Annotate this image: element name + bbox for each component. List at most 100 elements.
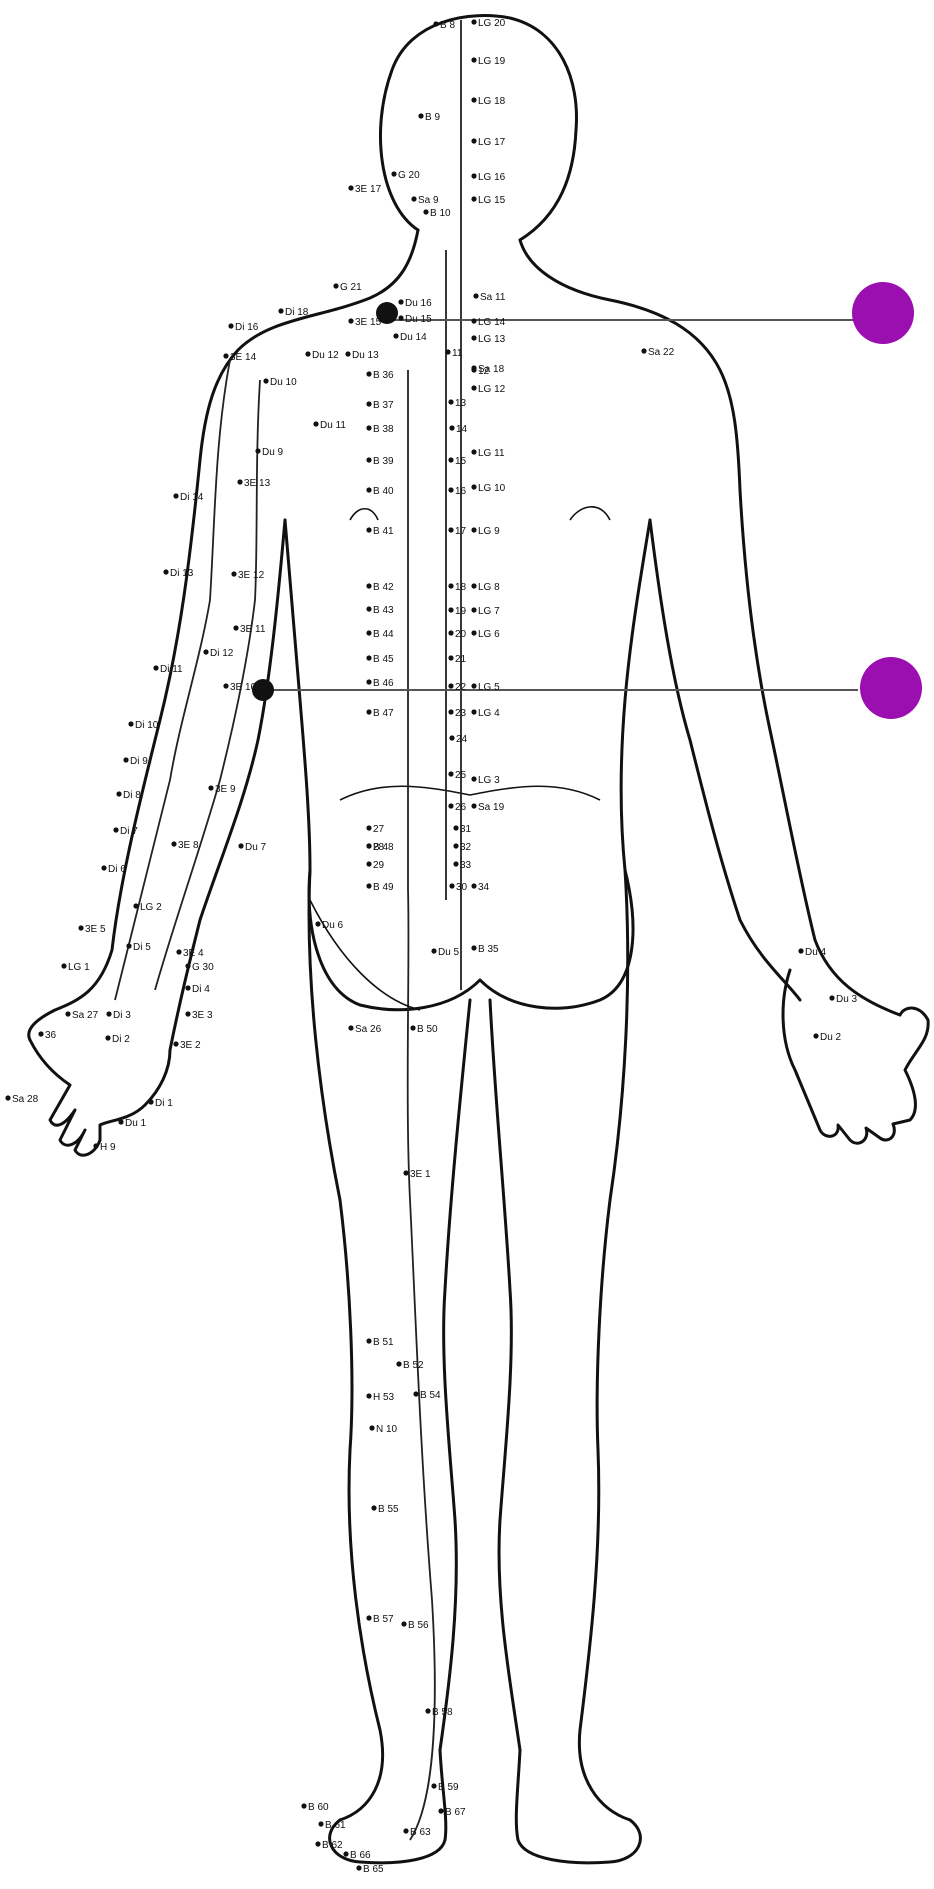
acupoint-label: B 55: [378, 1504, 399, 1515]
acupoint-label: Du 15: [405, 314, 432, 325]
acupoint-dot: [233, 625, 238, 630]
acupoint-dot: [366, 1615, 371, 1620]
acupoint-label: Du 13: [352, 350, 379, 361]
acupoint-dot: [471, 803, 476, 808]
acupoint-dot: [366, 371, 371, 376]
acupoint-dot: [176, 949, 181, 954]
acupoint-dot: [366, 679, 371, 684]
acupoint-label: LG 12: [478, 384, 506, 395]
acupoint-dot: [65, 1011, 70, 1016]
acupoint-dot: [366, 457, 371, 462]
acupoint-dot: [471, 173, 476, 178]
acupoint-label: B 37: [373, 400, 394, 411]
acupoint-dot: [471, 318, 476, 323]
acupoint-dot: [449, 735, 454, 740]
acupoint-dot: [418, 113, 423, 118]
acupoint-dot: [448, 583, 453, 588]
acupoint-dot: [153, 665, 158, 670]
acupoint-dot: [366, 1393, 371, 1398]
acupoint-label: LG 10: [478, 483, 506, 494]
acupoint-dot: [396, 1361, 401, 1366]
scapula-right: [570, 507, 610, 520]
acupoint-label: H 53: [373, 1392, 395, 1403]
acupoint-dot: [448, 655, 453, 660]
acupoint-label: B 54: [420, 1390, 441, 1401]
acupoint-label: Sa 28: [12, 1094, 39, 1105]
acupoint-dot: [173, 1041, 178, 1046]
acupoint-label: B 39: [373, 456, 394, 467]
acupoint-label: 3E 10: [230, 682, 257, 693]
acupoint-label: B 44: [373, 629, 394, 640]
acupoint-dot: [433, 21, 438, 26]
acupoint-dot: [128, 721, 133, 726]
acupoint-label: 34: [478, 882, 490, 893]
acupoint-label: Sa 11: [480, 292, 506, 303]
acupoint-label: Di 12: [210, 648, 234, 659]
acupoint-label: Du 16: [405, 298, 432, 309]
acupoint-label: Di 8: [123, 790, 141, 801]
acupoint-dot: [263, 378, 268, 383]
acupoint-label: Du 3: [836, 994, 858, 1005]
acupoint-label: 26: [455, 802, 467, 813]
lower-highlight-marker[interactable]: [860, 657, 922, 719]
acupoint-label: 14: [456, 424, 468, 435]
acupoint-label: 3E 5: [85, 924, 106, 935]
acupoint-dot: [203, 649, 208, 654]
acupoint-label: B 62: [322, 1840, 343, 1851]
acupoint-dot: [101, 865, 106, 870]
acupoint-label: Sa 26: [355, 1024, 382, 1035]
acupoint-label: 24: [456, 734, 468, 745]
acupoint-label: B 67: [445, 1807, 466, 1818]
acupoint-label: LG 13: [478, 334, 506, 345]
acupoint-dot: [471, 583, 476, 588]
acupoint-label: Sa 19: [478, 802, 505, 813]
acupoint-dot: [366, 630, 371, 635]
acupoint-dot: [471, 776, 476, 781]
acupoint-label: Du 4: [805, 947, 827, 958]
acupoint-label: Du 7: [245, 842, 267, 853]
upper-highlight-marker[interactable]: [852, 282, 914, 344]
acupoint-label: B 43: [373, 605, 394, 616]
acupoint-dot: [126, 943, 131, 948]
acupoint-dot: [173, 493, 178, 498]
acupoint-dot: [413, 1391, 418, 1396]
acupoint-dot: [471, 138, 476, 143]
left-hand: [30, 1040, 170, 1155]
acupoint-label: LG 14: [478, 317, 506, 328]
acupoint-dot: [356, 1865, 361, 1870]
acupoint-dot: [345, 351, 350, 356]
acupoint-dot: [148, 1099, 153, 1104]
acupoint-label: Du 10: [270, 377, 297, 388]
left-torso-side: [285, 520, 310, 870]
acupoint-label: LG 11: [478, 448, 505, 459]
right-leg-inner: [490, 1000, 520, 1750]
acupoint-dot: [393, 333, 398, 338]
acupoint-dot: [471, 709, 476, 714]
acupoint-dot: [366, 843, 371, 848]
acupoint-dot: [471, 57, 476, 62]
acupoint-label: LG 6: [478, 629, 500, 640]
acupoint-label: B 47: [373, 708, 394, 719]
acupoint-label: 3E 3: [192, 1010, 213, 1021]
acupoint-dot: [471, 945, 476, 950]
acupoint-label: B 65: [363, 1864, 384, 1875]
acupoint-dot: [448, 803, 453, 808]
acupoint-dot: [238, 843, 243, 848]
acupoint-dot: [425, 1708, 430, 1713]
acupoint-dot: [471, 97, 476, 102]
acupoint-dot: [38, 1031, 43, 1036]
acupoint-label: 30: [456, 882, 468, 893]
acupoint-label: B 59: [438, 1782, 459, 1793]
acupoint-dot: [61, 963, 66, 968]
acupoint-label: 3E 15: [355, 317, 382, 328]
acupoint-dot: [449, 425, 454, 430]
acupoint-dot: [185, 1011, 190, 1016]
acupoint-label: 11: [452, 348, 463, 359]
acupoint-dot: [366, 401, 371, 406]
lower-back-fold: [340, 786, 600, 800]
acupoint-dot: [471, 335, 476, 340]
acupoint-dot: [798, 948, 803, 953]
acupoint-label: 15: [455, 456, 467, 467]
acupoint-dot: [255, 448, 260, 453]
hip-line: [310, 900, 420, 1010]
